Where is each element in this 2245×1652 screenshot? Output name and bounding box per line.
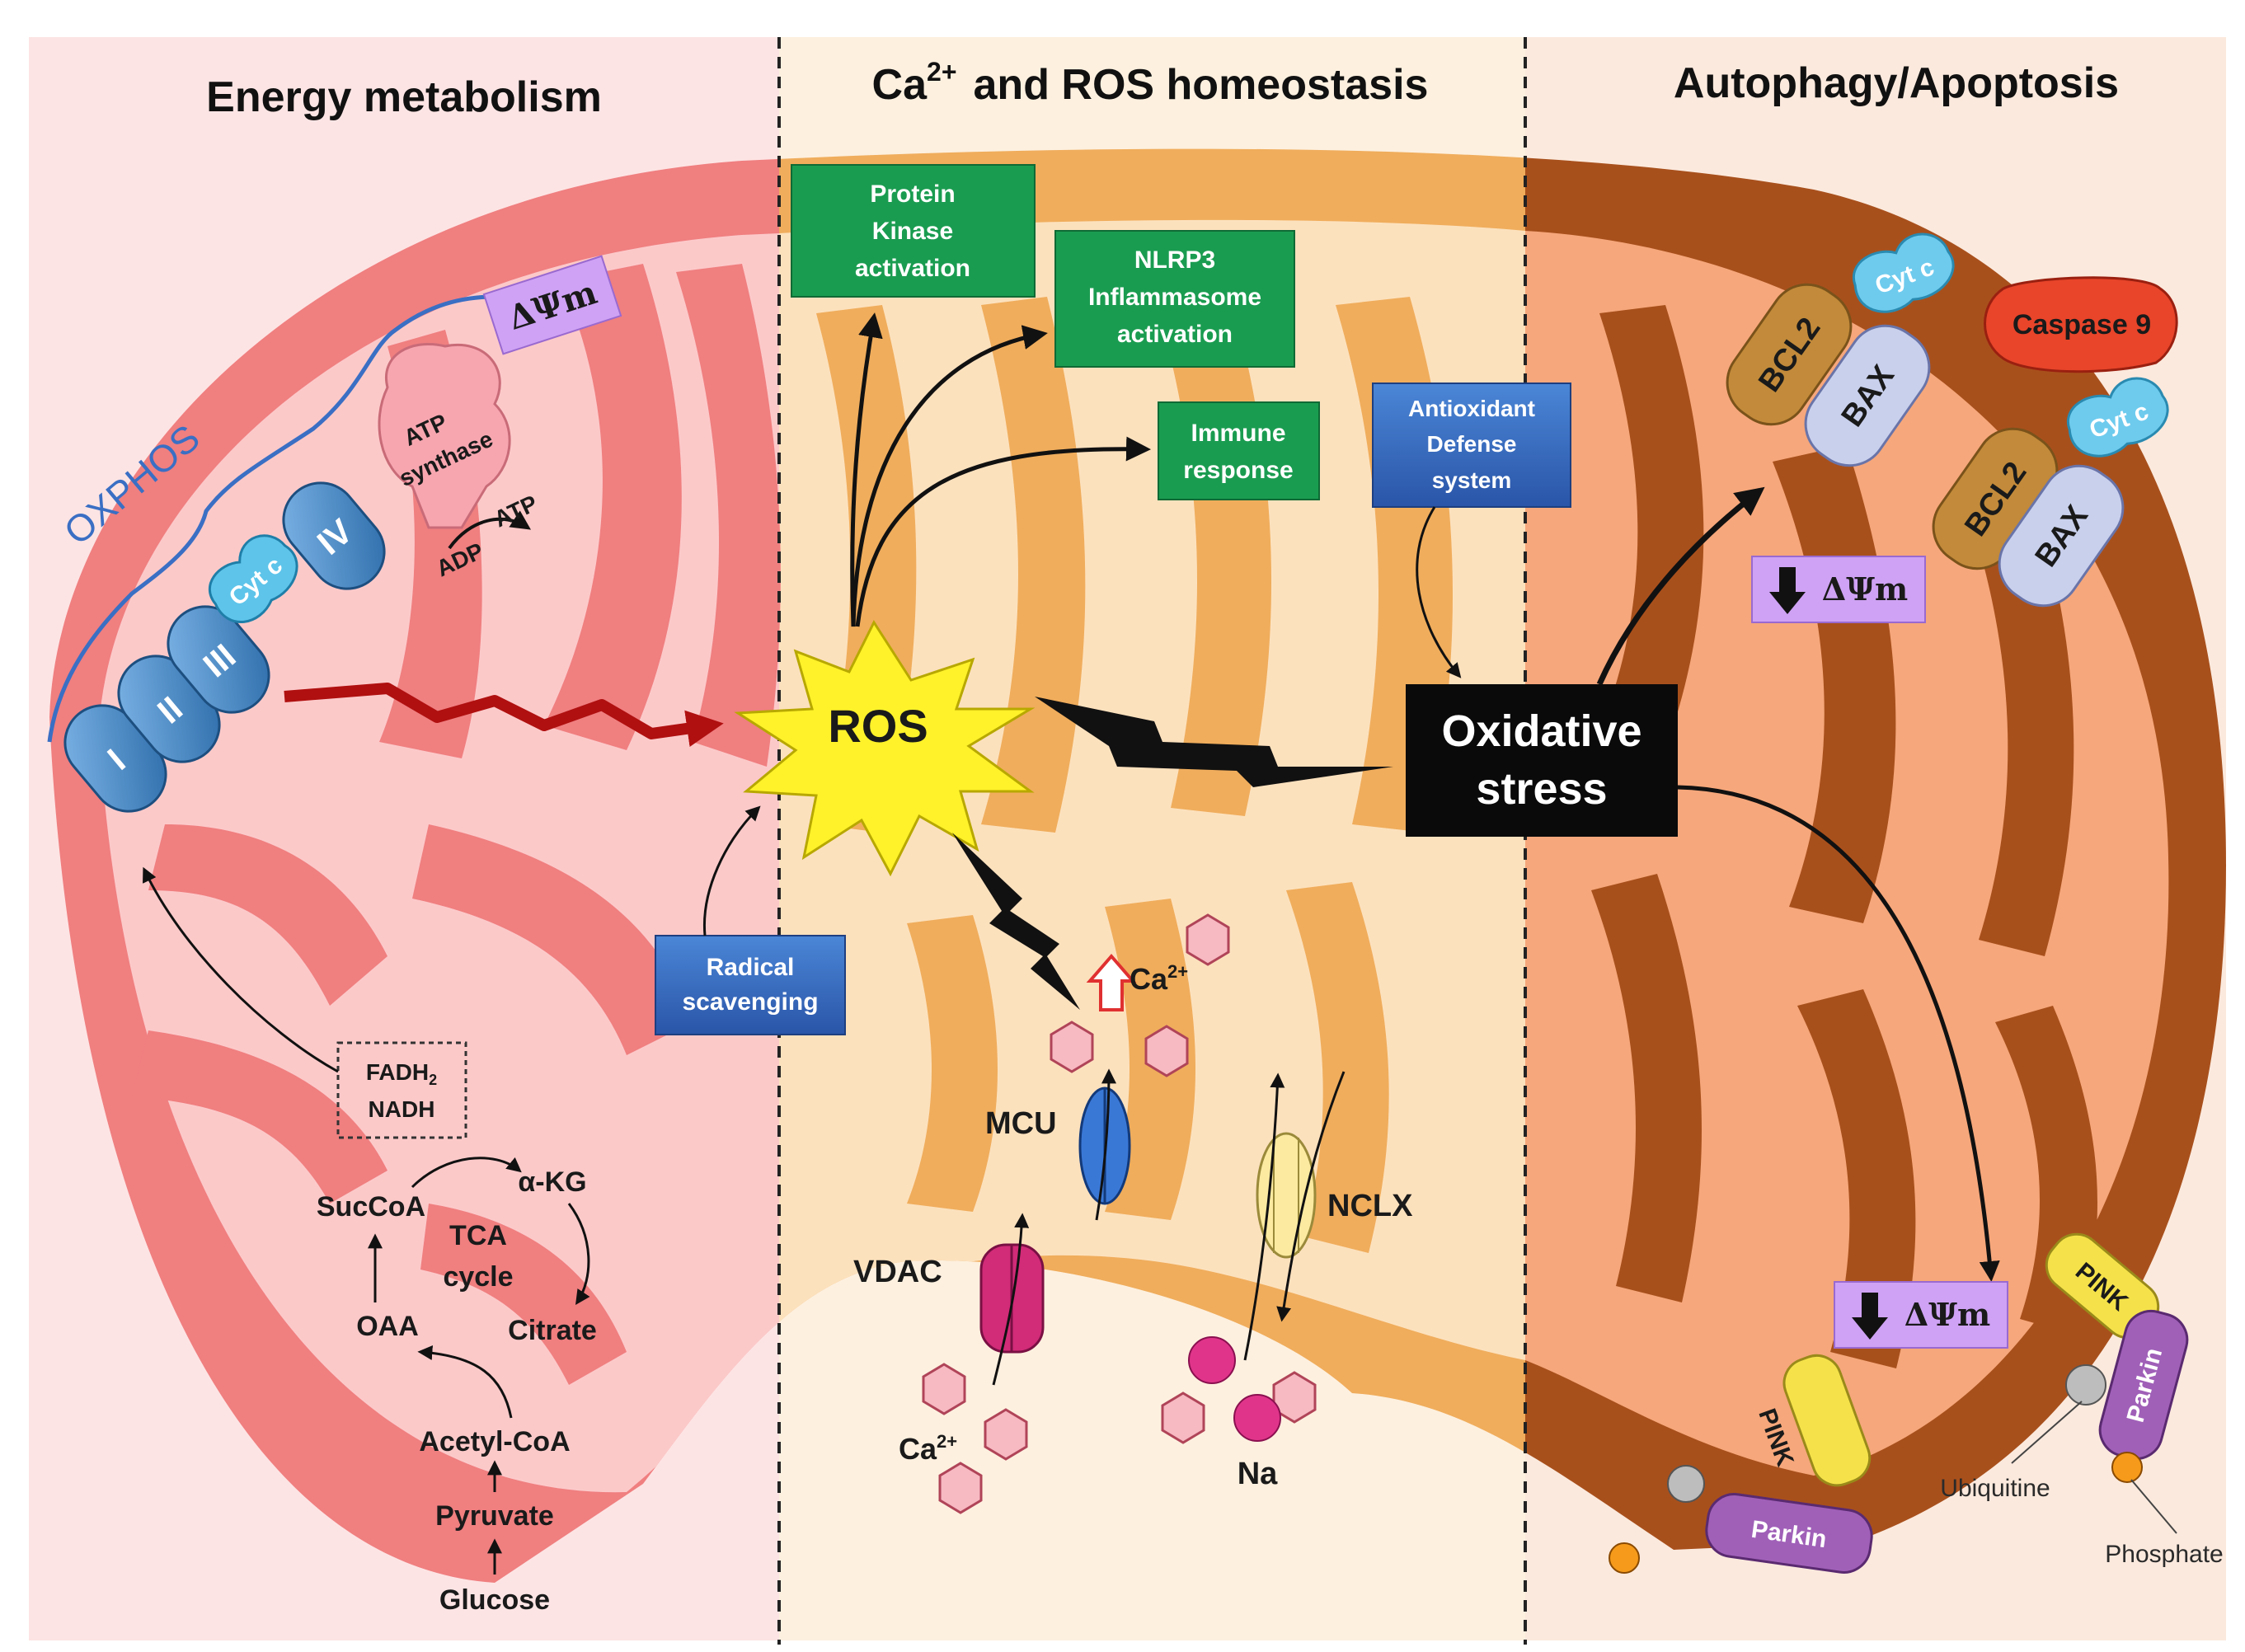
nadh-label: NADH xyxy=(369,1096,435,1122)
ubiquitine-leader xyxy=(2011,1401,2083,1464)
phosphate-ball-bottom xyxy=(1609,1542,1640,1574)
nlrp3-label-1: NLRP3 xyxy=(1134,246,1215,274)
ca-ions-matrix xyxy=(1050,913,1230,1077)
tca-arrow-right xyxy=(567,1203,590,1305)
dpsi-energy-pill: ΔΨm xyxy=(482,255,622,355)
antiox-to-stress-arrow xyxy=(1416,506,1462,678)
oxphos-brace xyxy=(47,294,495,743)
complex-III: III xyxy=(167,605,270,714)
na-ions xyxy=(1188,1336,1281,1442)
dpsi-down-pill-2: ΔΨm xyxy=(1834,1281,2008,1349)
antioxidant-box xyxy=(1372,382,1571,508)
mcu-label: MCU xyxy=(985,1106,1057,1141)
bcl2-bax-pair-1: BCL2 BAX Cyt c xyxy=(1726,232,1955,467)
ros-to-nlrp3-arrow xyxy=(851,325,1048,627)
caspase-9: Caspase 9 xyxy=(1984,276,2178,373)
acetylcoa-label: Acetyl-CoA xyxy=(419,1426,570,1457)
ca-up-arrow xyxy=(1086,953,1137,1011)
phosphate-ball-right xyxy=(2111,1452,2143,1483)
pka-label-3: activation xyxy=(855,255,970,282)
stress-to-bcl2-arrow xyxy=(1596,486,1765,686)
down-arrow-icon xyxy=(1769,567,1806,614)
down-arrow-icon xyxy=(1852,1293,1888,1340)
nclx-na-in-arrow xyxy=(1276,1071,1346,1322)
tca-label-1: TCA xyxy=(449,1220,507,1251)
ubiquitin-ball-right xyxy=(2065,1364,2106,1406)
stress-to-pink-arrow xyxy=(1677,785,2000,1282)
tca-label-2: cycle xyxy=(443,1261,513,1293)
ros-star xyxy=(734,619,1036,877)
radical-scavenging-box xyxy=(655,935,846,1035)
phosphate-label: Phosphate xyxy=(2105,1541,2223,1568)
tca-arrow-top xyxy=(411,1157,522,1189)
immune-box xyxy=(1158,401,1320,500)
stress-label-1: Oxidative xyxy=(1441,706,1641,756)
citrate-label: Citrate xyxy=(508,1315,597,1346)
pka-label-2: Kinase xyxy=(872,218,953,245)
nadh-to-oxphos-arrow xyxy=(143,866,339,1073)
vdac-flux-arrow xyxy=(992,1213,1030,1386)
dpsi-down-label-2: ΔΨm xyxy=(1904,1296,1990,1333)
nlrp3-label-2: Inflammasome xyxy=(1088,284,1261,311)
ca-up-label: Ca2+ xyxy=(1130,961,1188,996)
dpsi-down-pill-1: ΔΨm xyxy=(1751,556,1926,623)
phosphate-leader xyxy=(2130,1479,2177,1534)
bcl2-bax-pair-2: BCL2 BAX Cyt c xyxy=(1932,377,2169,608)
immune-label-1: Immune xyxy=(1191,420,1285,447)
antiox-label-3: system xyxy=(1432,467,1512,493)
caspase-label: Caspase 9 xyxy=(2013,309,2151,340)
oaa-label: OAA xyxy=(356,1311,419,1342)
dpsi-down-label-1: ΔΨm xyxy=(1822,570,1908,608)
complex-IV: IV xyxy=(282,481,386,590)
nlrp3-box xyxy=(1054,230,1295,368)
na-label: Na xyxy=(1238,1457,1278,1491)
radical-to-ros-arrow xyxy=(702,805,761,936)
nclx-label: NCLX xyxy=(1327,1189,1413,1223)
radical-label-1: Radical xyxy=(707,954,795,981)
nlrp3-label-3: activation xyxy=(1117,321,1233,348)
title-ca-ros: Ca2+and ROS homeostasis xyxy=(872,57,1429,109)
atp-synthase: ATP synthase xyxy=(378,342,511,529)
vdac-label: VDAC xyxy=(853,1255,942,1289)
nclx-ca-out-arrow xyxy=(1243,1072,1285,1361)
ca-bottom-label: Ca2+ xyxy=(899,1431,957,1466)
antiox-label-1: Antioxidant xyxy=(1408,396,1535,421)
ros-label: ROS xyxy=(828,700,928,752)
stress-label-2: stress xyxy=(1476,764,1607,814)
acetyl-to-oaa-arrow xyxy=(417,1345,513,1419)
succoa-label: SucCoA xyxy=(317,1191,425,1223)
antiox-label-2: Defense xyxy=(1427,431,1517,457)
lightning-ca-ros xyxy=(952,833,1080,1010)
adp-atp-arrow xyxy=(448,510,531,550)
akg-label: α-KG xyxy=(518,1166,586,1198)
electron-leak-arrow xyxy=(284,683,724,747)
pka-box xyxy=(791,164,1036,298)
pyruvate-label: Pyruvate xyxy=(435,1500,554,1532)
pka-label-1: Protein xyxy=(870,181,955,208)
ubiquitine-label: Ubiquitine xyxy=(1940,1475,2050,1502)
immune-label-2: response xyxy=(1183,457,1293,484)
title-autophagy-apoptosis: Autophagy/Apoptosis xyxy=(1674,59,2119,107)
title-energy-metabolism: Energy metabolism xyxy=(206,73,602,121)
ros-to-pka-arrow xyxy=(850,312,883,627)
oxidative-stress-box xyxy=(1406,684,1678,837)
fadh2-nadh-box xyxy=(336,1041,467,1139)
cristae-left xyxy=(132,264,781,1385)
ros-to-immune-arrow xyxy=(855,436,1151,627)
ca-ions-cytosol xyxy=(922,1363,1317,1514)
ubiquitin-ball-bottom xyxy=(1667,1465,1705,1503)
fadh2-label: FADH2 xyxy=(366,1059,437,1088)
glucose-label: Glucose xyxy=(439,1584,550,1616)
radical-label-2: scavenging xyxy=(682,988,818,1016)
mcu-flux-arrow xyxy=(1095,1068,1116,1221)
pink-parkin-right: PINK Parkin xyxy=(2045,1232,2189,1483)
lightning-stress-ros xyxy=(1035,697,1393,787)
